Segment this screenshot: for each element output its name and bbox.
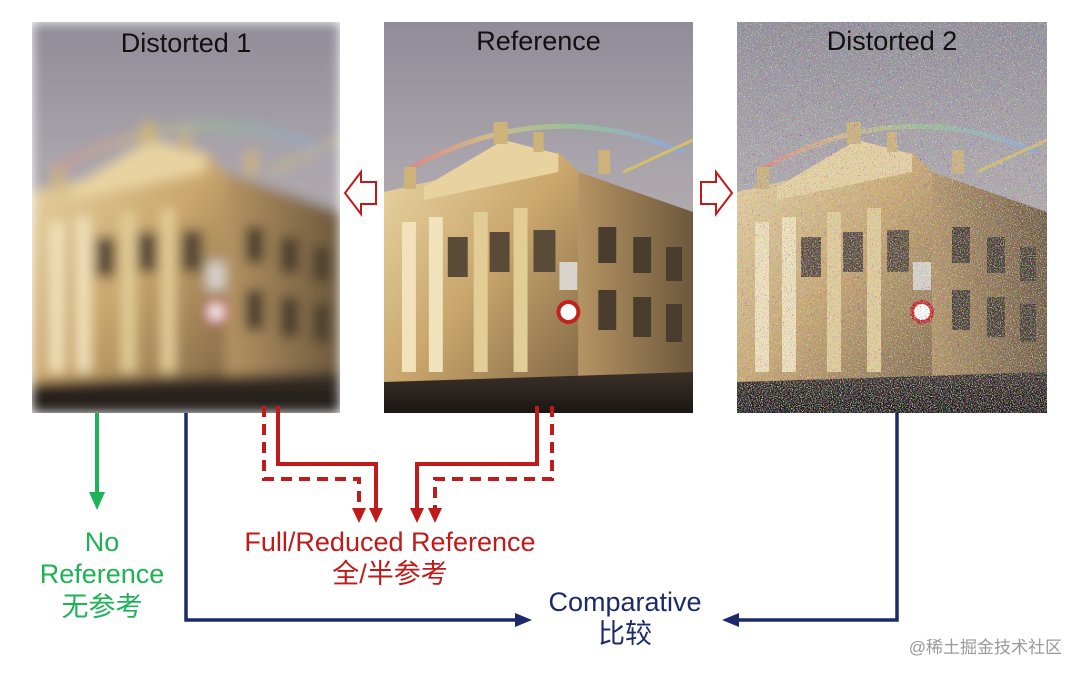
comparative-label: Comparative 比较 [520,586,730,651]
reduced-reference-arrowhead-right-icon [428,508,442,523]
distorted-2-image-panel: Distorted 2 [737,22,1047,413]
full-reference-line-right [417,406,537,512]
noisy-building-photo [737,22,1047,413]
distorted-2-title: Distorted 2 [737,26,1047,57]
no-reference-title-line-2: Reference [22,558,182,590]
no-reference-arrowhead-icon [89,492,105,510]
comparative-subtitle: 比较 [520,618,730,650]
no-reference-label: No Reference 无参考 [22,526,182,623]
reduced-reference-line-left [264,406,359,512]
no-reference-subtitle: 无参考 [22,591,182,623]
comparative-title: Comparative [520,586,730,618]
distorted-1-title: Distorted 1 [32,28,340,59]
watermark: @稀土掘金技术社区 [909,633,1062,658]
distorted-1-image-panel: Distorted 1 [32,22,340,413]
full-reference-arrowhead-right-icon [410,508,424,523]
reduced-reference-line-right [435,406,552,512]
full-reduced-reference-subtitle: 全/半参考 [210,558,570,590]
full-reference-line-left [278,406,376,512]
hollow-right-arrow-icon [701,172,732,214]
hollow-left-arrow-icon [345,172,376,214]
reduced-reference-arrowhead-left-icon [352,508,366,523]
full-reference-arrowhead-left-icon [369,508,383,523]
reference-building-photo [384,22,693,413]
comparative-line-right [737,413,897,620]
full-reduced-reference-label: Full/Reduced Reference 全/半参考 [210,526,570,591]
blurred-building-photo [32,22,340,413]
reference-image-panel: Reference [384,22,693,413]
reference-title: Reference [384,26,693,57]
full-reduced-reference-title: Full/Reduced Reference [210,526,570,558]
no-reference-title-line-1: No [22,526,182,558]
